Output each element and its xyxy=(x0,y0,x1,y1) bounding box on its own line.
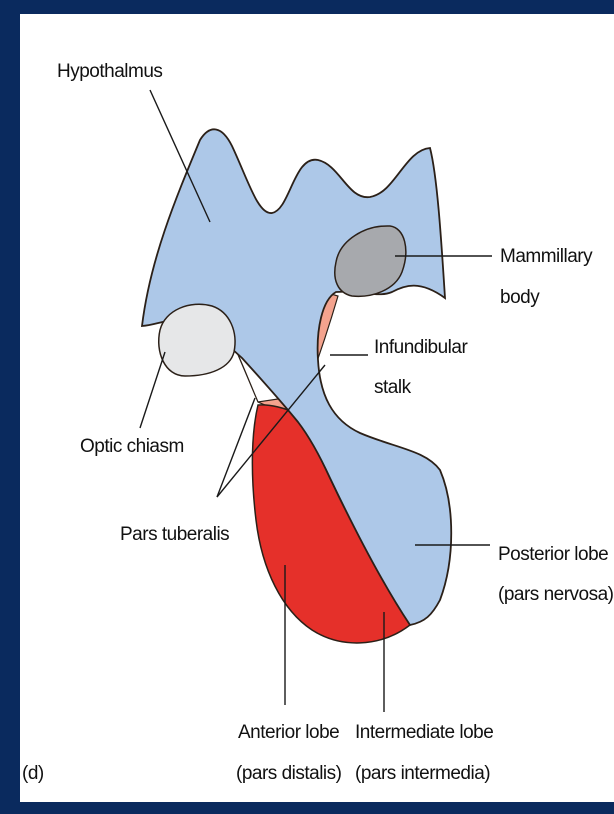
label-anterior-line1: Anterior lobe xyxy=(238,722,339,743)
label-infundibular-line2: stalk xyxy=(374,377,412,398)
label-anterior-line2: (pars distalis) xyxy=(236,763,342,784)
label-panel-letter: (d) xyxy=(22,763,44,784)
label-pars-tuberalis: Pars tuberalis xyxy=(120,524,229,545)
label-optic-chiasm: Optic chiasm xyxy=(80,436,184,457)
label-mammillary-line2: body xyxy=(500,287,540,308)
optic-chiasm-shape xyxy=(159,304,235,376)
leader-optic-chiasm xyxy=(140,352,165,428)
leader-pars-tuberalis-a xyxy=(217,398,255,497)
label-hypothalamus: Hypothalmus xyxy=(57,61,162,82)
label-intermediate-line2: (pars intermedia) xyxy=(355,763,490,784)
label-mammillary-line1: Mammillary xyxy=(500,246,593,267)
label-posterior-line2: (pars nervosa) xyxy=(498,584,614,605)
label-posterior-line1: Posterior lobe xyxy=(498,544,608,565)
label-intermediate-line1: Intermediate lobe xyxy=(355,722,493,743)
label-infundibular-line1: Infundibular xyxy=(374,337,468,358)
